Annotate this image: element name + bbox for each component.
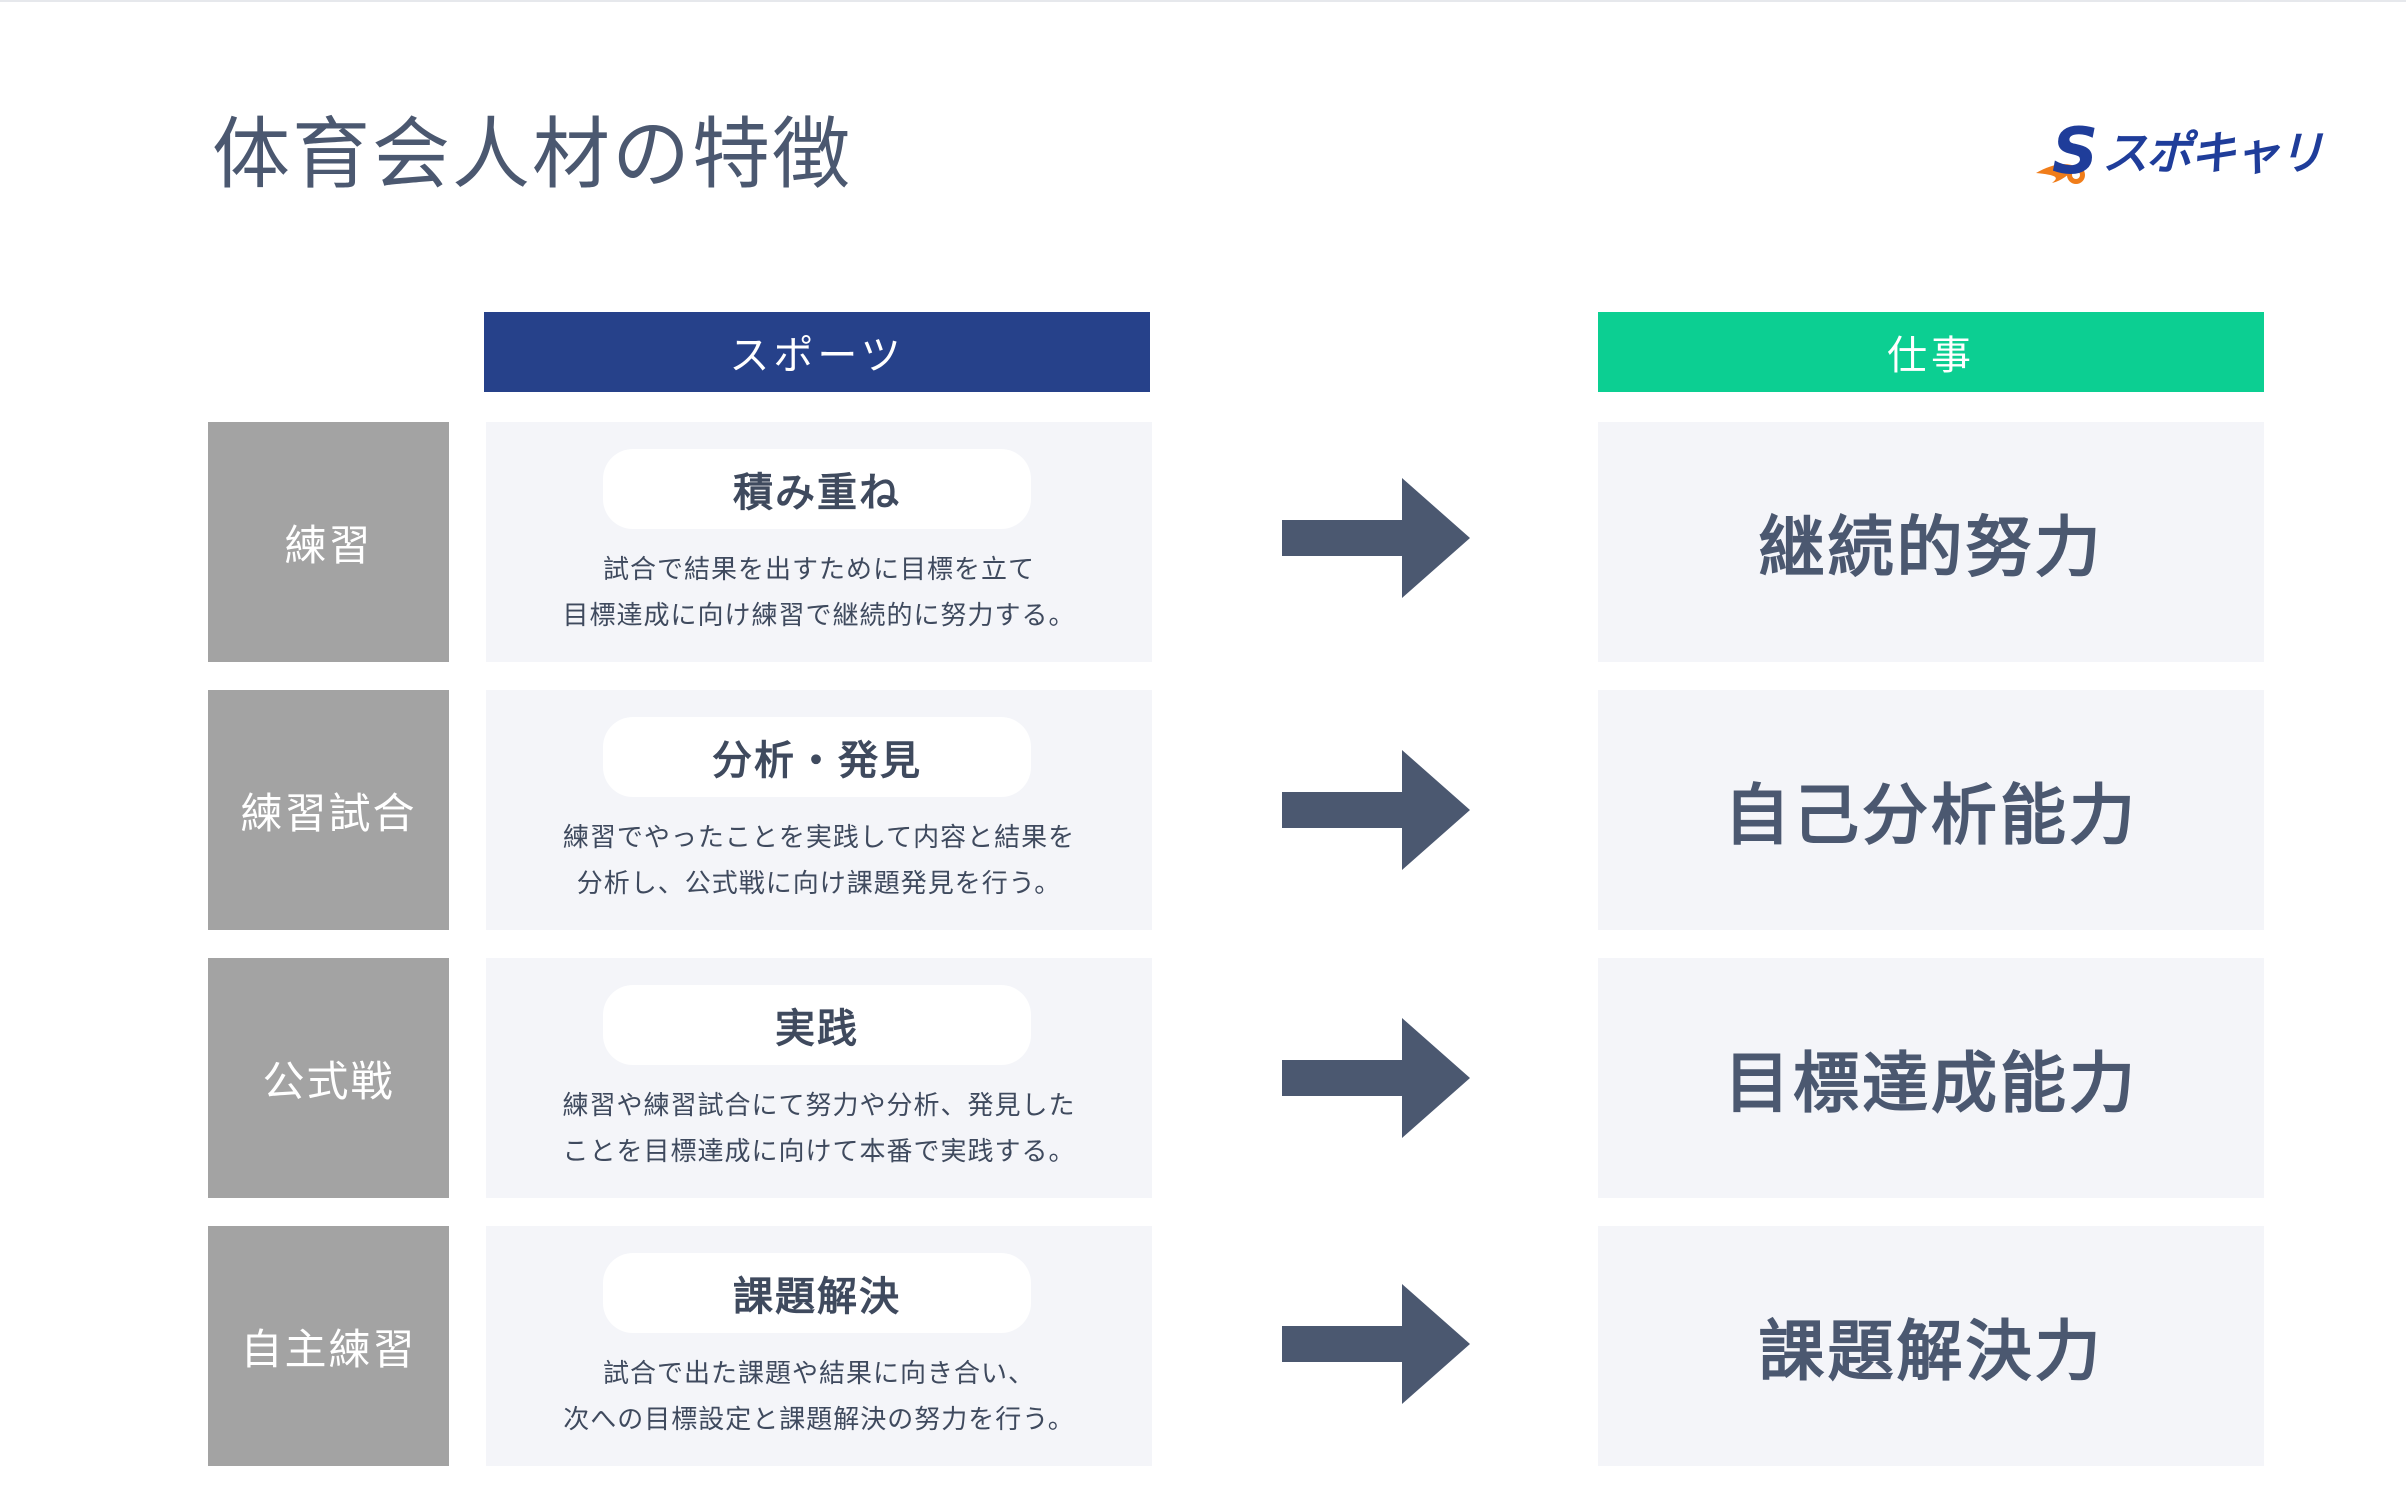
description-line: 分析し、公式戦に向け課題発見を行う。 [576,869,1062,899]
description-line: 目標達成に向け練習で継続的に努力する。 [562,601,1076,631]
sports-card-self-practice: 課題解決 試合で出た課題や結果に向き合い、 次への目標設定と課題解決の努力を行う… [486,1226,1152,1466]
description-line: 試合で出た課題や結果に向き合い、 [602,1359,1035,1389]
sports-card-official-match: 実践 練習や練習試合にて努力や分析、発見した ことを目標達成に向けて本番で実践す… [486,958,1152,1198]
svg-text:スポキャリ: スポキャリ [2102,126,2324,180]
description-line: 練習でやったことを実践して内容と結果を [562,823,1076,853]
row-label-practice-match: 練習試合 [208,690,449,930]
work-result-goal-achievement: 目標達成能力 [1598,958,2264,1198]
right-arrow-icon [1282,478,1470,598]
brand-logo: S スポキャリ [2030,115,2340,195]
svg-text:S: S [2052,115,2098,189]
card-description: 練習や練習試合にて努力や分析、発見した ことを目標達成に向けて本番で実践する。 [486,1083,1152,1175]
sports-card-practice-match: 分析・発見 練習でやったことを実践して内容と結果を 分析し、公式戦に向け課題発見… [486,690,1152,930]
card-heading: 分析・発見 [603,717,1031,797]
sports-card-practice: 積み重ね 試合で結果を出すために目標を立て 目標達成に向け練習で継続的に努力する… [486,422,1152,662]
right-arrow-icon [1282,1284,1470,1404]
top-divider [0,0,2406,2]
right-arrow-icon [1282,1018,1470,1138]
card-description: 試合で出た課題や結果に向き合い、 次への目標設定と課題解決の努力を行う。 [486,1351,1152,1443]
work-result-continuous-effort: 継続的努力 [1598,422,2264,662]
description-line: ことを目標達成に向けて本番で実践する。 [562,1137,1076,1167]
row-label-self-practice: 自主練習 [208,1226,449,1466]
description-line: 次への目標設定と課題解決の努力を行う。 [563,1405,1075,1435]
card-description: 練習でやったことを実践して内容と結果を 分析し、公式戦に向け課題発見を行う。 [486,815,1152,907]
row-label-official-match: 公式戦 [208,958,449,1198]
right-arrow-icon [1282,750,1470,870]
page-title: 体育会人材の特徴 [212,110,853,200]
sports-column-header: スポーツ [484,312,1150,392]
flame-icon [2036,164,2078,183]
description-line: 試合で結果を出すために目標を立て [602,555,1035,585]
card-heading: 実践 [603,985,1031,1065]
description-line: 練習や練習試合にて努力や分析、発見した [562,1091,1076,1121]
work-result-problem-solving: 課題解決力 [1598,1226,2264,1466]
work-result-self-analysis: 自己分析能力 [1598,690,2264,930]
card-description: 試合で結果を出すために目標を立て 目標達成に向け練習で継続的に努力する。 [486,547,1152,639]
row-label-practice: 練習 [208,422,449,662]
work-column-header: 仕事 [1598,312,2264,392]
card-heading: 積み重ね [603,449,1031,529]
card-heading: 課題解決 [603,1253,1031,1333]
